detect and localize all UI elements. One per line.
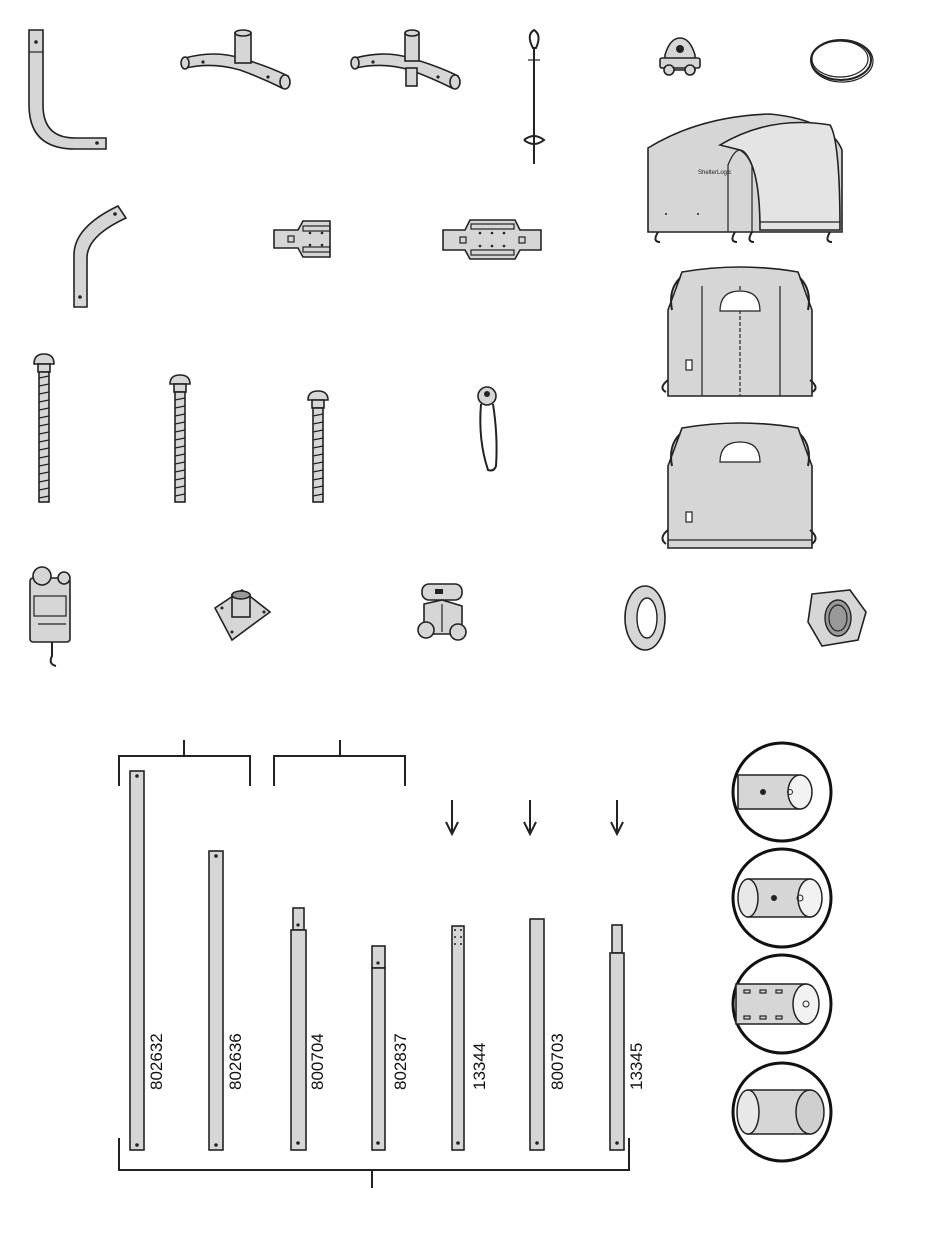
medium-carriage-bolt-part: [170, 375, 190, 502]
tube-part-number: 800703: [548, 1033, 567, 1090]
tube-802632: 802632: [130, 771, 166, 1150]
wire-rope-clip-part: [660, 38, 700, 75]
four-way-connector-part: [351, 30, 460, 89]
down-arrow-icon: [611, 800, 623, 834]
tube-end-detail-3: [733, 955, 831, 1053]
ratchet-buckle-part: [418, 584, 466, 640]
foot-plate-part: [215, 590, 270, 640]
tube-part-number: 802632: [147, 1033, 166, 1090]
hex-nut-part: [808, 590, 866, 646]
ball-bungee-part: [478, 387, 497, 471]
auger-anchor-part: [524, 30, 544, 164]
long-carriage-bolt-part: [34, 354, 54, 502]
small-base-plate-part: [274, 221, 330, 257]
tube-part-number: 802837: [391, 1033, 410, 1090]
shelter-cover-part: ShelterLogic: [648, 114, 842, 242]
rear-panel-part: [662, 423, 815, 548]
flat-washer-part: [625, 586, 665, 650]
tube-end-detail-1: [733, 743, 831, 841]
bracket-group-2: [274, 740, 405, 786]
three-way-connector-part: [181, 30, 290, 89]
tube-800704: 800704: [291, 908, 327, 1150]
curved-rail-part: [74, 206, 126, 307]
down-arrow-icon: [524, 800, 536, 834]
tube-802636: 802636: [209, 851, 245, 1150]
ratchet-tensioner-part: [30, 567, 70, 666]
short-carriage-bolt-part: [308, 391, 328, 502]
front-door-panel-part: [662, 267, 815, 396]
tube-802837: 802837: [372, 946, 410, 1150]
tube-13345: 13345: [610, 925, 646, 1150]
tube-part-number: 800704: [308, 1033, 327, 1090]
cover-brand-mark: ShelterLogic: [698, 170, 731, 176]
tube-part-number: 802636: [226, 1033, 245, 1090]
coiled-cable-part: [811, 40, 873, 82]
tube-end-detail-4: [733, 1063, 831, 1161]
tube-part-number: 13344: [470, 1043, 489, 1090]
l-bracket-part: [29, 30, 106, 149]
tube-13344: 13344: [452, 926, 489, 1150]
tube-800703: 800703: [530, 919, 567, 1150]
tube-part-number: 13345: [627, 1043, 646, 1090]
large-base-plate-part: [443, 220, 541, 259]
tube-end-detail-2: [733, 849, 831, 947]
down-arrow-icon: [446, 800, 458, 834]
